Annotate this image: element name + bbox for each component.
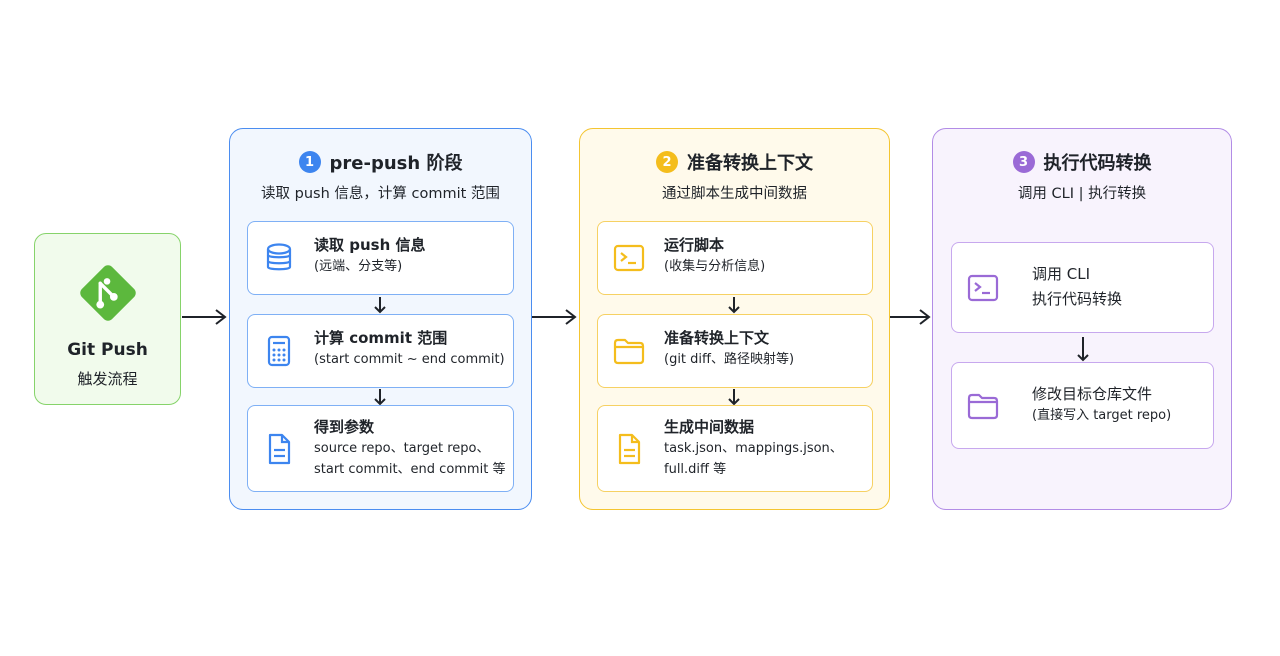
git-icon xyxy=(79,265,136,321)
terminal-icon xyxy=(967,274,999,302)
step-detail: full.diff 等 xyxy=(664,462,727,477)
arrow-down-icon xyxy=(728,389,740,406)
stage-subtitle: 读取 push 信息，计算 commit 范围 xyxy=(261,186,500,202)
arrow-down-icon xyxy=(1077,337,1089,362)
step-detail: (start commit ~ end commit) xyxy=(314,352,505,367)
step-title: 读取 push 信息 xyxy=(314,236,426,254)
step-title: 生成中间数据 xyxy=(664,418,755,436)
step-card: 运行脚本 (收集与分析信息) xyxy=(597,221,873,295)
step-detail: (git diff、路径映射等) xyxy=(664,352,795,367)
arrow-right-icon xyxy=(890,309,931,325)
step-card: 生成中间数据 task.json、mappings.json、 full.dif… xyxy=(597,405,873,492)
step-detail: source repo、target repo、 xyxy=(314,441,490,456)
stage-subtitle: 通过脚本生成中间数据 xyxy=(662,186,807,202)
step-title: 运行脚本 xyxy=(664,236,725,254)
step-detail: (直接写入 target repo) xyxy=(1032,408,1172,423)
stage-title: 执行代码转换 xyxy=(1043,153,1152,174)
step-detail: 执行代码转换 xyxy=(1032,290,1123,308)
step-card: 准备转换上下文 (git diff、路径映射等) xyxy=(597,314,873,388)
step-card: 修改目标仓库文件 (直接写入 target repo) xyxy=(951,362,1214,449)
calculator-icon xyxy=(267,335,291,367)
start-title: Git Push xyxy=(67,340,148,360)
stage-code-transform: 3 执行代码转换 调用 CLI | 执行转换 调用 CLI 执行代码转换 xyxy=(932,128,1232,510)
folder-icon xyxy=(967,393,999,420)
stage-pre-push: 1 pre-push 阶段 读取 push 信息，计算 commit 范围 读取… xyxy=(229,128,532,510)
step-detail: (收集与分析信息) xyxy=(664,259,766,274)
stage-number-badge: 2 xyxy=(656,151,678,173)
start-subtitle: 触发流程 xyxy=(77,370,138,388)
step-title: 得到参数 xyxy=(314,418,375,436)
stage-number-badge: 3 xyxy=(1012,151,1035,173)
document-icon xyxy=(618,433,641,464)
step-title: 准备转换上下文 xyxy=(664,329,770,347)
arrow-down-icon xyxy=(728,297,740,314)
stage-prepare-context: 2 准备转换上下文 通过脚本生成中间数据 运行脚本 (收集与分析信息) xyxy=(579,128,890,510)
step-detail: task.json、mappings.json、 xyxy=(664,441,843,456)
step-card: 得到参数 source repo、target repo、 start comm… xyxy=(247,405,514,492)
step-detail: start commit、end commit 等 xyxy=(314,462,506,477)
step-title: 计算 commit 范围 xyxy=(314,329,448,347)
folder-icon xyxy=(613,338,645,365)
stage-subtitle: 调用 CLI | 执行转换 xyxy=(1017,186,1147,202)
step-card: 读取 push 信息 (远端、分支等) xyxy=(247,221,514,295)
stage-title: 准备转换上下文 xyxy=(687,153,813,174)
terminal-icon xyxy=(613,244,645,272)
arrow-right-icon xyxy=(532,309,577,325)
step-card: 计算 commit 范围 (start commit ~ end commit) xyxy=(247,314,514,388)
arrow-down-icon xyxy=(374,389,386,406)
stage-title: pre-push 阶段 xyxy=(329,153,463,174)
arrow-down-icon xyxy=(374,297,386,314)
step-title: 调用 CLI xyxy=(1032,265,1091,283)
database-icon xyxy=(266,243,292,271)
step-card: 调用 CLI 执行代码转换 xyxy=(951,242,1214,333)
git-push-node: Git Push 触发流程 xyxy=(34,233,181,405)
stage-number-badge: 1 xyxy=(298,151,321,173)
arrow-right-icon xyxy=(182,309,227,325)
document-icon xyxy=(268,433,291,464)
step-detail: (远端、分支等) xyxy=(314,259,403,274)
step-title: 修改目标仓库文件 xyxy=(1032,385,1153,403)
